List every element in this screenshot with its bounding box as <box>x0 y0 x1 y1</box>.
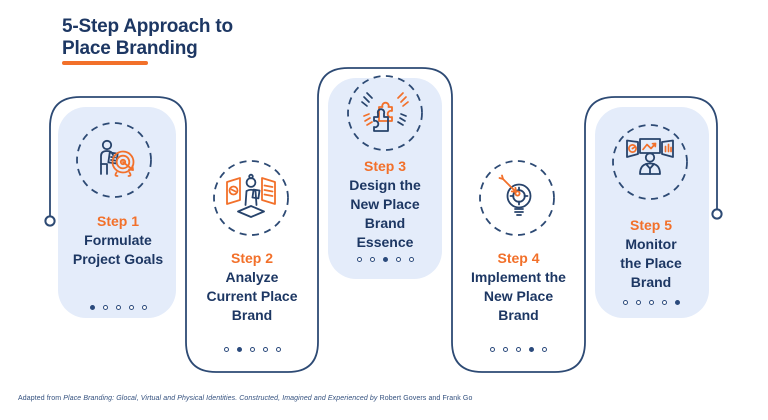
step4-line: Implement the <box>471 269 566 285</box>
attribution-authors: Robert Govers and Frank Go <box>377 395 473 402</box>
progress-dot <box>516 347 521 352</box>
step5-line: Monitor <box>625 236 677 252</box>
step5-line: the Place <box>620 255 682 271</box>
progress-dot <box>102 305 108 310</box>
step1-label: Step 1 <box>96 213 139 229</box>
step4-progress-dots <box>452 347 585 352</box>
step1-line: Project Goals <box>72 251 164 267</box>
step2-progress-dots <box>186 347 318 352</box>
progress-dot <box>249 347 255 352</box>
title-line-1: 5-Step Approach to <box>62 16 233 37</box>
lightbulb-dart-icon <box>479 160 555 236</box>
progress-dot <box>369 257 375 262</box>
step4-line: Brand <box>498 307 539 323</box>
step2-line: Analyze <box>225 269 279 285</box>
step2-line: Brand <box>231 307 273 323</box>
progress-dot <box>382 257 388 262</box>
step2-label: Step 2 <box>230 250 273 266</box>
step3-line: Brand <box>364 215 406 231</box>
progress-dot <box>275 347 281 352</box>
progress-dot <box>503 347 508 352</box>
step3-line: New Place <box>350 196 420 212</box>
step5-label: Step 5 <box>629 217 672 233</box>
step5-highlight-card <box>595 107 709 318</box>
step1-progress-dots <box>50 305 186 310</box>
step3-card-text: Step 3 Design the New Place Brand Essenc… <box>318 157 452 252</box>
progress-dot <box>262 347 268 352</box>
step3-line: Design the <box>349 177 421 193</box>
progress-dot <box>115 305 121 310</box>
step3-label: Step 3 <box>363 158 406 174</box>
step1-highlight-card <box>58 107 176 318</box>
progress-dot <box>356 257 362 262</box>
progress-dot <box>408 257 414 262</box>
step3-progress-dots <box>318 257 452 262</box>
puzzle-hands-icon <box>347 75 423 151</box>
progress-dot <box>395 257 401 262</box>
step5-card-text: Step 5 Monitor the Place Brand <box>585 216 717 292</box>
progress-dot <box>648 300 654 305</box>
title-line-2: Place Branding <box>62 38 198 59</box>
step5-progress-dots <box>585 300 717 305</box>
path-end-ring <box>711 208 723 220</box>
monitors-person-icon <box>612 124 688 200</box>
attribution-book-title: Place Branding: Glocal, Virtual and Phys… <box>63 395 378 402</box>
infographic-title: 5-Step Approach to Place Branding <box>62 16 233 60</box>
step3-line: Essence <box>356 234 414 250</box>
progress-dot <box>236 347 242 352</box>
progress-dot <box>542 347 547 352</box>
step4-label: Step 4 <box>497 250 540 266</box>
attribution-prefix: Adapted from <box>18 395 64 402</box>
progress-dot <box>529 347 534 352</box>
progress-dot <box>223 347 229 352</box>
progress-dot <box>635 300 641 305</box>
progress-dot <box>490 347 495 352</box>
progress-dot <box>128 305 134 310</box>
path-start-ring <box>44 215 56 227</box>
step2-line: Current Place <box>206 288 298 304</box>
step2-card-text: Step 2 Analyze Current Place Brand <box>186 249 318 325</box>
progress-dot <box>674 300 680 305</box>
person-analysis-boards-icon <box>213 160 289 236</box>
progress-dot <box>661 300 667 305</box>
title-underline <box>62 61 148 65</box>
step4-line: New Place <box>483 288 554 304</box>
step3-highlight-card <box>328 78 442 279</box>
step1-card-text: Step 1 Formulate Project Goals <box>50 212 186 269</box>
step1-line: Formulate <box>84 232 152 248</box>
progress-dot <box>622 300 628 305</box>
progress-dot <box>89 305 95 310</box>
step4-card-text: Step 4 Implement the New Place Brand <box>452 249 585 325</box>
person-target-icon <box>76 122 152 198</box>
step5-line: Brand <box>630 274 672 290</box>
attribution-text: Adapted from Place Branding: Glocal, Vir… <box>18 395 472 402</box>
progress-dot <box>141 305 147 310</box>
